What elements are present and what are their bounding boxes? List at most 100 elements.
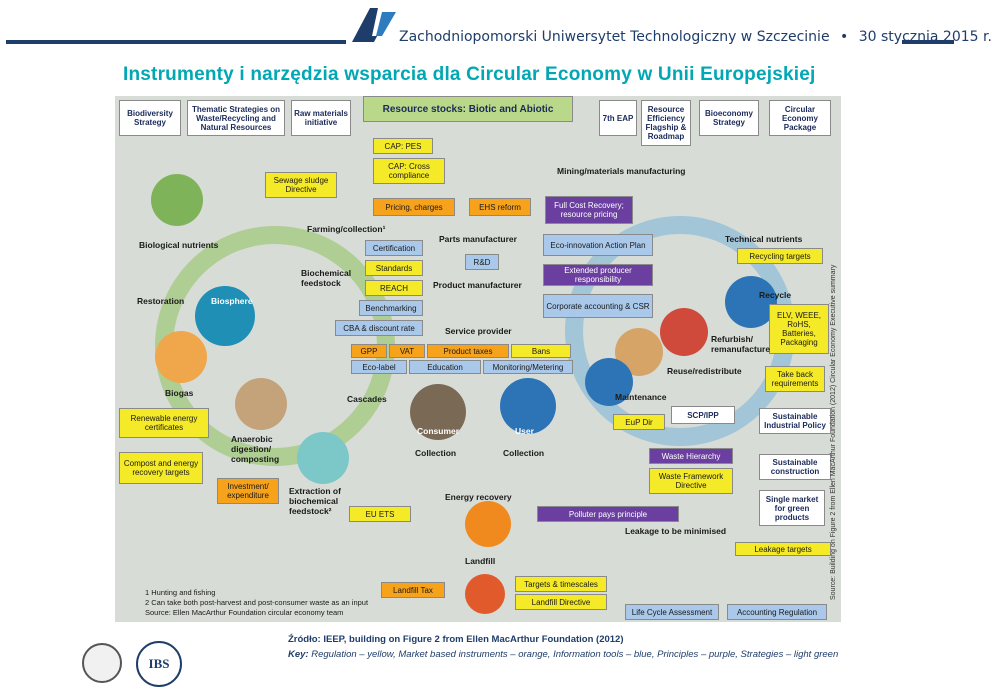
- label-reuse: Reuse/redistribute: [667, 366, 742, 376]
- leaf-icon: [151, 174, 203, 226]
- certification: Certification: [365, 240, 423, 256]
- vat: VAT: [389, 344, 425, 358]
- education: Education: [409, 360, 481, 374]
- label-maintenance: Maintenance: [615, 392, 667, 402]
- scp-ipp: SCP/IPP: [671, 406, 735, 424]
- standards: Standards: [365, 260, 423, 276]
- university-logo-icon: [352, 8, 398, 42]
- university-name: Zachodniopomorski Uniwersytet Technologi…: [399, 29, 830, 45]
- flask-icon: [297, 432, 349, 484]
- label-biosphere: Biosphere: [211, 296, 253, 306]
- single-market-green-products: Single market for green products: [759, 490, 825, 526]
- cap-cross-compliance: CAP: Cross compliance: [373, 158, 445, 184]
- label-recycle: Recycle: [759, 290, 792, 300]
- ehs-reform: EHS reform: [469, 198, 531, 216]
- eup-dir: EuP Dir: [613, 414, 665, 430]
- recycling-targets: Recycling targets: [737, 248, 823, 264]
- recycle-icon: [725, 276, 777, 328]
- investment-expenditure: Investment/ expenditure: [217, 478, 279, 504]
- header-date: 30 stycznia 2015 r.: [858, 29, 992, 45]
- label-anaerobic: Anaerobic digestion/ composting: [231, 434, 280, 464]
- eco-innovation-action-plan: Eco-innovation Action Plan: [543, 234, 653, 256]
- consumer-icon: [410, 384, 466, 440]
- seventh-eap: 7th EAP: [599, 100, 637, 136]
- label-technical-nutrients: Technical nutrients: [725, 234, 803, 244]
- benchmarking: Benchmarking: [359, 300, 423, 316]
- raw-materials-initiative: Raw materials initiative: [291, 100, 351, 136]
- label-collection-right: Collection: [503, 448, 545, 458]
- biodiversity-strategy: Biodiversity Strategy: [119, 100, 181, 136]
- take-back-requirements: Take back requirements: [765, 366, 825, 392]
- landfill-directive: Landfill Directive: [515, 594, 607, 610]
- circular-economy-package: Circular Economy Package: [769, 100, 831, 136]
- vertical-source-note: Source: Building on Figure 2 from Ellen …: [830, 264, 837, 600]
- header-text: Zachodniopomorski Uniwersytet Technologi…: [399, 29, 992, 45]
- color-key: Key: Regulation – yellow, Market based i…: [288, 649, 838, 660]
- bioeconomy-strategy: Bioeconomy Strategy: [699, 100, 759, 136]
- header-line-right: [902, 40, 954, 44]
- resource-stocks: Resource stocks: Biotic and Abiotic: [363, 96, 573, 122]
- label-collection-left: Collection: [415, 448, 457, 458]
- ibs-logo: IBS: [136, 641, 182, 687]
- label-parts-manufacturer: Parts manufacturer: [439, 234, 517, 244]
- waste-hierarchy: Waste Hierarchy: [649, 448, 733, 464]
- source-note: Źródło: IEEP, building on Figure 2 from …: [288, 634, 624, 645]
- label-landfill: Landfill: [465, 556, 496, 566]
- page-title: Instrumenty i narzędzia wsparcia dla Cir…: [123, 64, 816, 85]
- user-icon: [500, 378, 556, 434]
- circular-economy-diagram: Biodiversity Strategy Thematic Strategie…: [115, 96, 841, 622]
- waste-framework-directive: Waste Framework Directive: [649, 468, 733, 494]
- eu-ets: EU ETS: [349, 506, 411, 522]
- resource-efficiency-flagship: Resource Efficiency Flagship & Roadmap: [641, 100, 691, 146]
- monitoring-metering: Monitoring/Metering: [483, 360, 573, 374]
- label-restoration: Restoration: [137, 296, 185, 306]
- targets-timescales: Targets & timescales: [515, 576, 607, 592]
- thematic-strategies: Thematic Strategies on Waste/Recycling a…: [187, 100, 285, 136]
- life-cycle-assessment: Life Cycle Assessment: [625, 604, 719, 620]
- renewable-energy-certificates: Renewable energy certificates: [119, 408, 209, 438]
- key-text: Regulation – yellow, Market based instru…: [308, 649, 839, 660]
- accounting-regulation: Accounting Regulation: [727, 604, 827, 620]
- label-mining: Mining/materials manufacturing: [557, 166, 686, 176]
- cba-discount-rate: CBA & discount rate: [335, 320, 423, 336]
- sustainable-industrial-policy: Sustainable Industrial Policy: [759, 408, 831, 434]
- label-refurbish: Refurbish/ remanufacture: [711, 334, 771, 354]
- label-extraction: Extraction of biochemical feedstock²: [289, 486, 341, 516]
- rd: R&D: [465, 254, 499, 270]
- truck-icon: [465, 574, 505, 614]
- cap-pes: CAP: PES: [373, 138, 433, 154]
- elv-weee: ELV, WEEE, RoHS, Batteries, Packaging: [769, 304, 829, 354]
- bans: Bans: [511, 344, 571, 358]
- label-consumer: Consumer: [417, 426, 460, 436]
- sewage-sludge-directive: Sewage sludge Directive: [265, 172, 337, 198]
- flame-icon: [155, 331, 207, 383]
- eco-label: Eco-label: [351, 360, 407, 374]
- biosphere-icon: [195, 286, 255, 346]
- label-leakage: Leakage to be minimised: [625, 526, 727, 536]
- footnote-1: 1 Hunting and fishing: [145, 588, 216, 597]
- compost-icon: [235, 378, 287, 430]
- polluter-pays-principle: Polluter pays principle: [537, 506, 679, 522]
- leakage-targets: Leakage targets: [735, 542, 831, 556]
- pricing-charges: Pricing, charges: [373, 198, 455, 216]
- extended-producer-responsibility: Extended producer responsibility: [543, 264, 653, 286]
- landfill-flame-icon: [465, 501, 511, 547]
- label-farming: Farming/collection¹: [307, 224, 386, 234]
- footnote-3: Source: Ellen MacArthur Foundation circu…: [145, 608, 344, 617]
- sustainable-construction: Sustainable construction: [759, 454, 831, 480]
- factory-icon: [660, 308, 708, 356]
- label-service-provider: Service provider: [445, 326, 512, 336]
- header-line-left: [6, 40, 346, 44]
- corporate-accounting: Corporate accounting & CSR: [543, 294, 653, 318]
- header-bullet: •: [840, 29, 849, 45]
- gpp: GPP: [351, 344, 387, 358]
- label-biogas: Biogas: [165, 388, 194, 398]
- label-user: User: [515, 426, 534, 436]
- reach: REACH: [365, 280, 423, 296]
- footnote-2: 2 Can take both post-harvest and post-co…: [145, 598, 369, 607]
- product-taxes: Product taxes: [427, 344, 509, 358]
- compost-energy-targets: Compost and energy recovery targets: [119, 452, 203, 484]
- landfill-tax: Landfill Tax: [381, 582, 445, 598]
- label-cascades: Cascades: [347, 394, 387, 404]
- university-seal-icon: [82, 643, 122, 683]
